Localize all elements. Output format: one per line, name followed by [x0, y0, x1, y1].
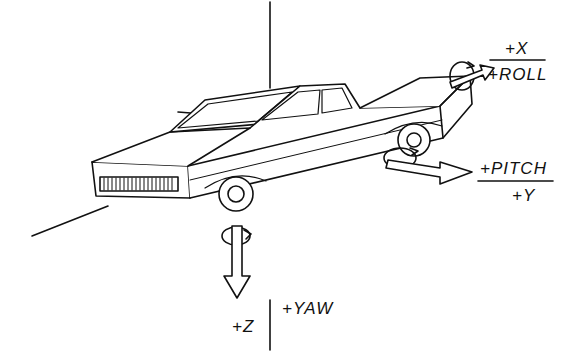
- label-bar: [490, 59, 545, 61]
- vertical-axis-lower: [269, 300, 271, 350]
- axis-label: +X: [505, 40, 528, 57]
- axis-label: +Z: [232, 318, 254, 335]
- rotation-label: +PITCH: [480, 160, 547, 177]
- vertical-axis: [269, 2, 271, 88]
- axis-label: +Y: [512, 187, 535, 204]
- car-body: [92, 76, 472, 211]
- rotation-label: +ROLL: [488, 66, 547, 83]
- longitudinal-axis: [32, 206, 108, 236]
- pitch-arrow: [384, 148, 472, 184]
- label-bar: [478, 180, 553, 182]
- yaw-arrow: [222, 226, 251, 298]
- roll-arrow: [450, 62, 494, 90]
- rotation-label: +YAW: [282, 300, 333, 317]
